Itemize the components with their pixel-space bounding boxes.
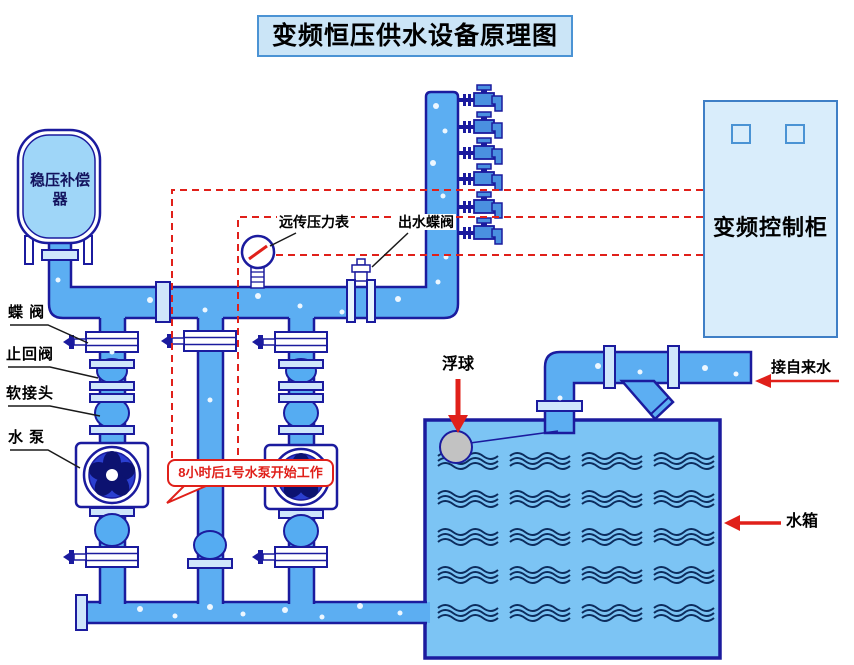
page-title: 变频恒压供水设备原理图 — [257, 15, 573, 57]
pressure-compensator-tank — [16, 128, 102, 265]
tap-icon — [457, 191, 503, 219]
main-pipe-flange — [155, 281, 171, 323]
bottom-manifold-pipe — [75, 594, 430, 631]
water-tank — [423, 418, 722, 660]
riser-taps — [457, 84, 503, 245]
outlet-butterfly-valve-icon — [346, 258, 376, 323]
water-tank-label: 水箱 — [786, 513, 819, 530]
soft-joint-label: 软接头 — [6, 385, 55, 402]
tap-icon — [457, 111, 503, 139]
butterfly-valve-icon — [62, 331, 139, 353]
pump-start-note-bubble: 8小时后1号水泵开始工作 — [167, 459, 334, 487]
tap-icon — [457, 84, 503, 112]
inlet-flange — [603, 345, 616, 389]
inlet-flange — [667, 345, 680, 389]
control-cabinet-label: 变频控制柜 — [712, 215, 828, 240]
tap-icon — [457, 137, 503, 165]
check-valve-label: 止回阀 — [6, 346, 55, 363]
float-ball-label: 浮球 — [442, 356, 475, 373]
pump2-line-components — [251, 331, 339, 568]
float-ball-icon — [439, 430, 473, 464]
pump1-line-components — [62, 331, 150, 568]
butterfly-valve-icon — [62, 546, 139, 568]
tap-water-inlet-pipe — [536, 345, 753, 435]
tap-water-inlet-label: 接自来水 — [771, 359, 832, 376]
pump1-icon — [74, 441, 150, 509]
tap-icon — [457, 163, 503, 191]
cabinet-indicator-square — [731, 124, 751, 144]
compensator-label: 稳压补偿器 — [30, 172, 91, 208]
annotation-arrows — [448, 374, 839, 531]
inlet-flange — [536, 400, 583, 412]
butterfly-valve-icon — [251, 331, 328, 353]
outlet-valve-label: 出水蝶阀 — [396, 214, 456, 231]
control-signal-lines — [171, 189, 703, 458]
float-ball-assembly — [439, 430, 559, 464]
control-cabinet: 变频控制柜 — [703, 100, 838, 338]
pressure-gauge-icon — [240, 234, 276, 289]
middle-line-components — [160, 330, 237, 569]
cabinet-indicator-square — [785, 124, 805, 144]
y-strainer — [619, 379, 675, 421]
pressure-gauge-label: 远传压力表 — [277, 214, 351, 231]
main-discharge-pipe — [47, 90, 460, 323]
compensator-flange — [41, 249, 79, 261]
pump-label: 水 泵 — [8, 429, 46, 446]
manifold-end-flange — [75, 594, 88, 631]
butterfly-valve-icon — [251, 546, 328, 568]
tap-icon — [457, 217, 503, 245]
butterfly-valve-label: 蝶 阀 — [8, 304, 46, 321]
label-leader-lines — [8, 232, 409, 469]
